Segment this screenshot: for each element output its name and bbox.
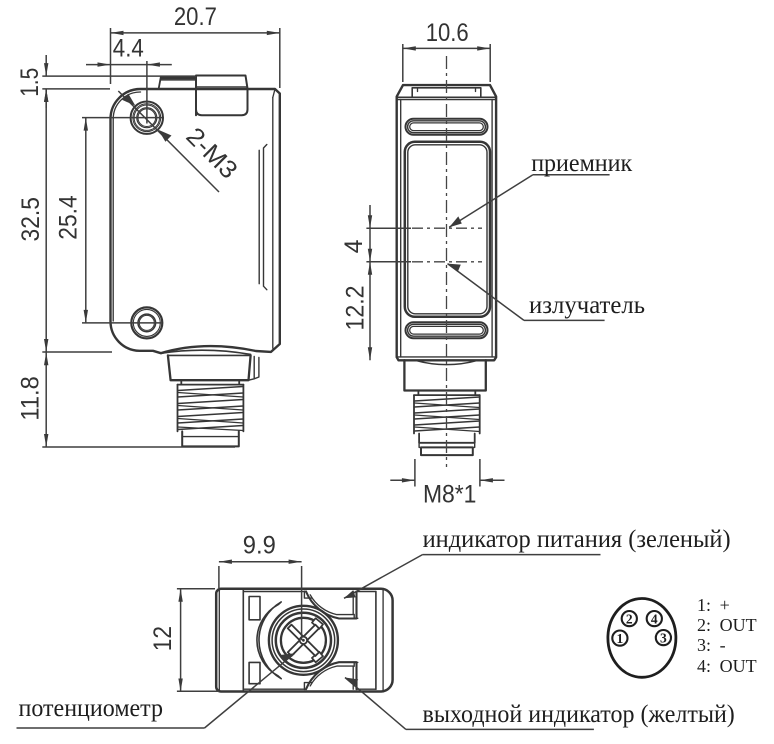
svg-text:9.9: 9.9 bbox=[243, 532, 276, 560]
svg-text:1.5: 1.5 bbox=[16, 68, 44, 97]
svg-text:OUT: OUT bbox=[720, 615, 757, 635]
svg-text:2: 2 bbox=[626, 611, 633, 626]
svg-text:OUT: OUT bbox=[720, 656, 757, 676]
svg-text:1: 1 bbox=[617, 631, 624, 646]
svg-text:2-M3: 2-M3 bbox=[181, 122, 243, 184]
svg-text:M8*1: M8*1 bbox=[423, 481, 477, 509]
svg-text:4:: 4: bbox=[697, 656, 711, 676]
svg-text:25.4: 25.4 bbox=[55, 195, 83, 239]
svg-text:приемник: приемник bbox=[531, 150, 633, 177]
svg-text:12: 12 bbox=[149, 626, 177, 651]
svg-text:2:: 2: bbox=[697, 615, 711, 635]
svg-text:1:: 1: bbox=[697, 595, 711, 615]
svg-text:излучатель: излучатель bbox=[529, 292, 645, 319]
svg-text:выходной индикатор (желтый): выходной индикатор (желтый) bbox=[423, 701, 735, 728]
svg-text:3:: 3: bbox=[697, 635, 711, 655]
svg-text:32.5: 32.5 bbox=[17, 197, 45, 241]
svg-text:+: + bbox=[720, 595, 730, 615]
svg-text:индикатор питания (зеленый): индикатор питания (зеленый) bbox=[423, 526, 731, 553]
svg-text:3: 3 bbox=[660, 630, 667, 645]
svg-text:потенциометр: потенциометр bbox=[19, 695, 164, 722]
svg-text:4: 4 bbox=[340, 239, 368, 253]
svg-text:10.6: 10.6 bbox=[426, 19, 469, 47]
svg-text:20.7: 20.7 bbox=[174, 3, 217, 31]
svg-text:4.4: 4.4 bbox=[113, 34, 144, 62]
svg-text:12.2: 12.2 bbox=[342, 286, 370, 331]
svg-text:11.8: 11.8 bbox=[16, 376, 44, 420]
svg-text:4: 4 bbox=[651, 611, 658, 626]
svg-text:-: - bbox=[720, 635, 726, 655]
